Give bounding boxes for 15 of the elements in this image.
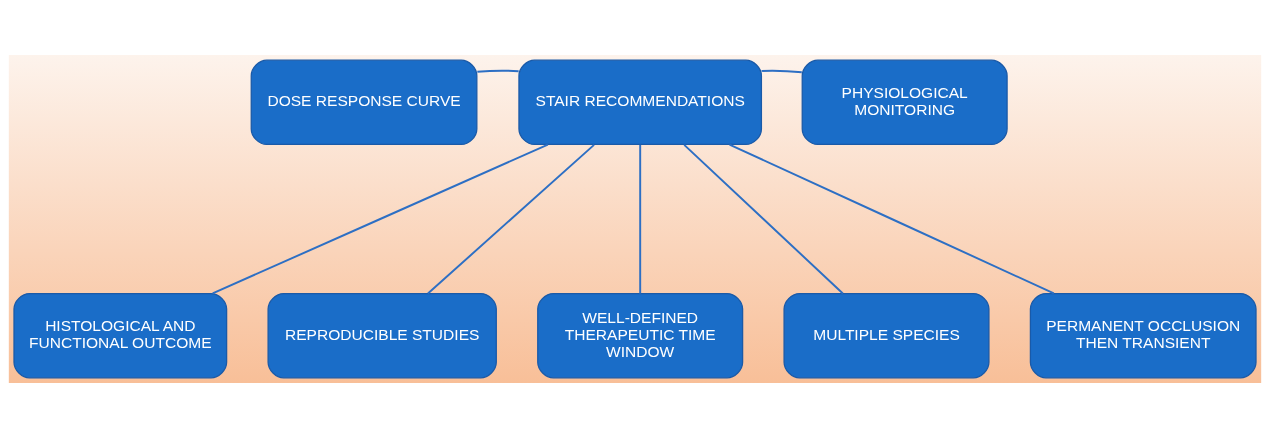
connector: [476, 69, 520, 73]
node-box: DOSE RESPONSE CURVE: [250, 59, 478, 146]
node-box: PHYSIOLOGICAL MONITORING: [801, 59, 1008, 146]
node-box: PERMANENT OCCLUSION THEN TRANSIENT: [1029, 292, 1257, 379]
connector: [426, 143, 596, 295]
connector: [760, 69, 803, 74]
node-box: MULTIPLE SPECIES: [783, 292, 990, 379]
node-box: HISTOLOGICAL AND FUNCTIONAL OUTCOME: [13, 292, 228, 379]
connector: [683, 143, 844, 295]
node-box: REPRODUCIBLE STUDIES: [267, 292, 497, 379]
connector: [639, 143, 642, 295]
node-box: WELL-DEFINED THERAPEUTIC TIME WINDOW: [537, 292, 744, 379]
node-box: STAIR RECOMMENDATIONS: [518, 59, 763, 146]
connector: [728, 143, 1055, 295]
connector: [211, 143, 549, 295]
